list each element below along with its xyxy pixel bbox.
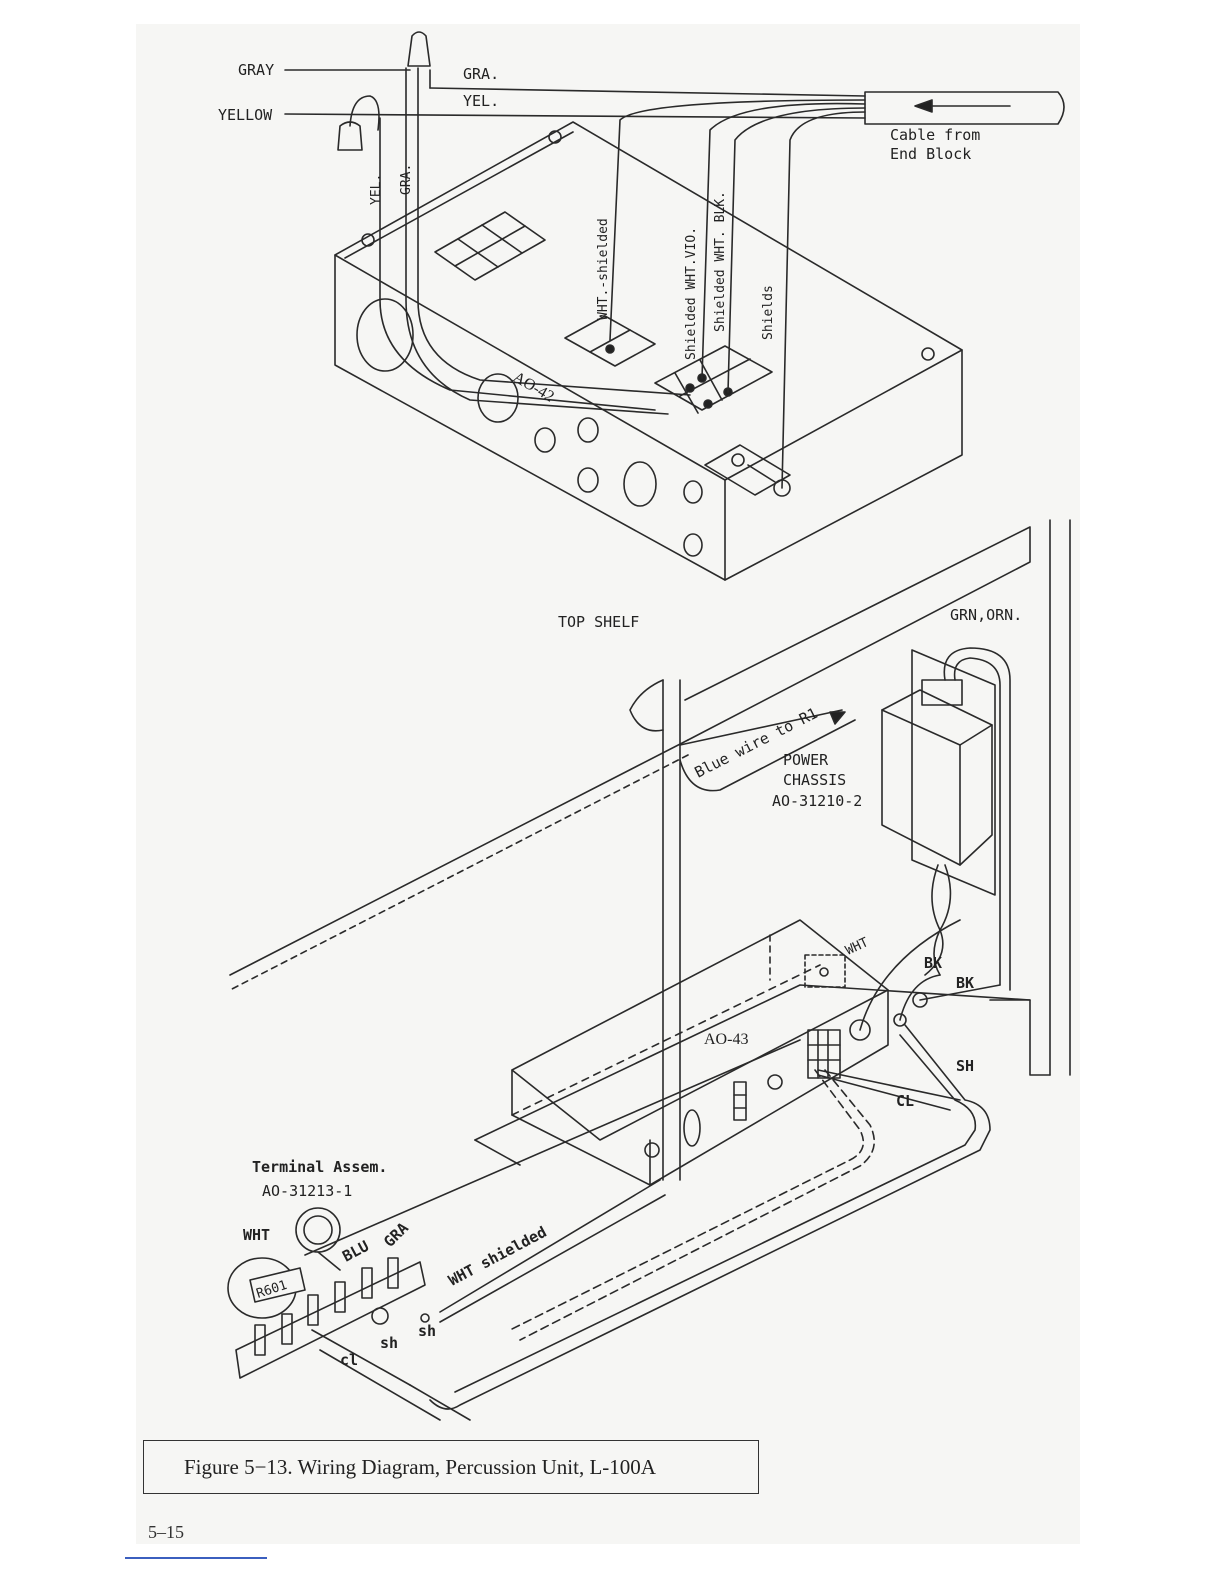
label-power-line2: CHASSIS — [783, 771, 846, 789]
label-power-line3: AO-31210-2 — [772, 792, 862, 810]
blue-wire-post — [629, 679, 856, 1181]
label-yel-vert: YEL. — [369, 174, 384, 205]
label-top-shelf: TOP SHELF — [558, 613, 639, 631]
bottom-link-line — [125, 1557, 267, 1559]
label-shielded-wht-blk: Shielded WHT. BLK. — [713, 191, 728, 332]
label-blue-wire: Blue wire to R1 — [692, 704, 821, 782]
label-power-line1: POWER — [783, 751, 829, 769]
label-cable-line2: End Block — [890, 145, 971, 163]
label-terminal-line1: Terminal Assem. — [252, 1158, 387, 1176]
page-number: 5–15 — [148, 1522, 184, 1542]
figure-caption: Figure 5−13. Wiring Diagram, Percussion … — [143, 1440, 759, 1494]
label-wht-right: WHT — [843, 935, 871, 959]
label-sh-right: SH — [956, 1057, 974, 1075]
cable-from-end-block — [284, 31, 1065, 489]
label-ao43: AO-43 — [704, 1031, 748, 1048]
label-gra-left: GRA — [380, 1219, 412, 1251]
label-blu: BLU — [339, 1237, 371, 1266]
shelf — [229, 519, 1071, 1166]
label-grn-orn: GRN,ORN. — [950, 606, 1022, 624]
label-yellow: YELLOW — [218, 106, 273, 124]
label-gra-top: GRA. — [463, 65, 499, 83]
label-ao42: AO-42 — [510, 369, 557, 406]
label-terminal-line2: AO-31213-1 — [262, 1182, 352, 1200]
label-bk-1: BK — [924, 954, 942, 972]
terminal-assembly — [227, 1207, 430, 1379]
bottom-wiring — [304, 919, 1001, 1421]
power-chassis — [881, 647, 1011, 991]
label-gray: GRAY — [238, 61, 274, 79]
ao42-chassis — [334, 121, 963, 581]
label-sh-b: sh — [380, 1334, 398, 1352]
label-bk-2: BK — [956, 974, 974, 992]
label-yel-top: YEL. — [463, 92, 499, 110]
label-cl-left: cl — [340, 1351, 358, 1369]
caption-text: Figure 5−13. Wiring Diagram, Percussion … — [184, 1454, 656, 1479]
label-cable-line1: Cable from — [890, 126, 980, 144]
label-wht-left: WHT — [243, 1226, 270, 1244]
label-shields: Shields — [761, 285, 776, 340]
label-shielded-wht-vio: Shielded WHT.VIO. — [684, 227, 699, 360]
label-wht-shielded-vert: WHT.-shielded — [596, 218, 611, 320]
label-gra-vert: GRA. — [399, 164, 414, 195]
label-cl-right: CL — [896, 1092, 914, 1110]
label-sh-a: sh — [418, 1322, 436, 1340]
ao43-chassis — [511, 919, 928, 1186]
